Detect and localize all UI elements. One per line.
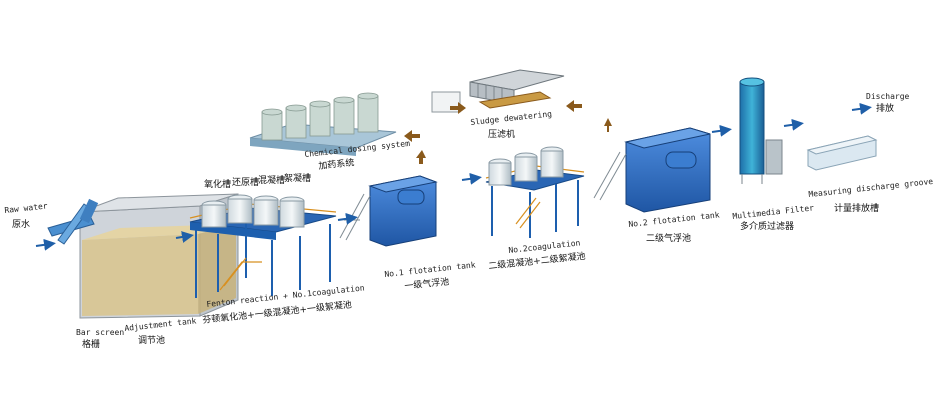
arrow-to-press-left — [450, 102, 466, 114]
raw-water-label-cn: 原水 — [12, 220, 31, 230]
sludge-arrows — [404, 100, 612, 164]
bar-screen-unit — [47, 198, 99, 245]
adjustment-tank-label-cn: 调节池 — [138, 336, 166, 346]
tank-reduction-label: 还原槽 — [232, 178, 260, 188]
arrow-to-coag2 — [461, 172, 482, 185]
flotation-tank-1 — [339, 175, 438, 247]
filter-press — [431, 69, 565, 113]
flotation-tank-2 — [593, 127, 711, 213]
discharge-label-en: Discharge — [866, 92, 910, 101]
chemical-dosing-skid — [249, 92, 397, 156]
fenton-platform — [189, 194, 337, 298]
arrow-to-dosing — [404, 130, 420, 142]
arrow-to-filter — [711, 124, 732, 137]
bar-screen-label-en: Bar screen — [76, 328, 125, 337]
discharge-groove — [806, 135, 878, 171]
arrow-to-groove — [783, 118, 804, 131]
filter-label-cn: 多介质过滤器 — [740, 222, 795, 232]
tank-oxidation-label: 氧化槽 — [204, 180, 232, 190]
bar-screen-label-cn: 格栅 — [82, 340, 101, 350]
arrow-to-fenton — [175, 231, 194, 243]
arrow-discharge — [851, 102, 872, 115]
tank-flocculation-label: 絮凝槽 — [284, 174, 312, 184]
arrow-flotation2-up — [604, 118, 612, 132]
tank-water — [82, 234, 198, 316]
arrow-from-coag2 — [566, 100, 582, 112]
arrow-raw-water — [35, 238, 56, 251]
coagulation-2-platform — [485, 146, 585, 238]
multimedia-filter — [739, 77, 783, 184]
fenton-reactor-tanks — [201, 194, 305, 228]
tank-coagulation-label: 混凝槽 — [258, 176, 286, 186]
discharge-label-cn: 排放 — [876, 104, 895, 114]
flow-arrows — [35, 102, 872, 251]
arrow-to-flotation1 — [337, 212, 358, 225]
groove-label-cn: 计量排放槽 — [834, 204, 880, 214]
arrow-flotation1-up — [416, 150, 426, 164]
flotation2-label-cn: 二级气浮池 — [646, 234, 692, 244]
sludge-label-cn: 压滤机 — [488, 130, 516, 140]
